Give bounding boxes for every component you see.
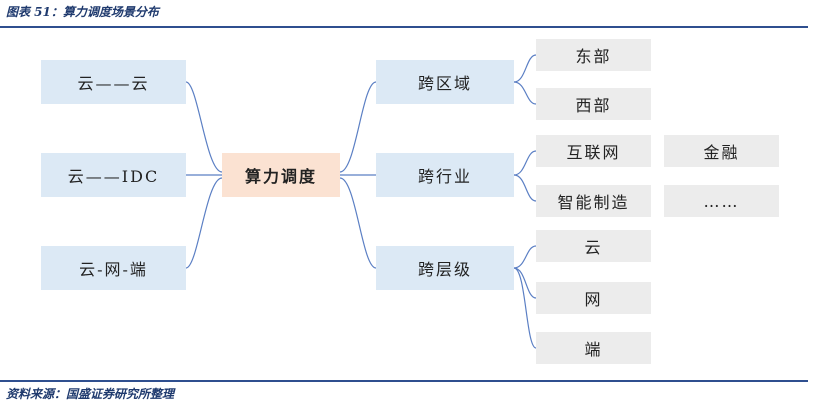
node-cloud-network-edge: 云-网-端 <box>41 246 186 290</box>
link-mid-1 <box>339 81 377 173</box>
node-compute-scheduling: 算力调度 <box>222 153 340 197</box>
leaf-west: 西部 <box>536 88 651 120</box>
source-note: 资料来源：国盛证券研究所整理 <box>6 387 175 401</box>
link-left-3 <box>185 177 223 269</box>
link-industry-internet <box>513 150 537 176</box>
node-cross-level: 跨层级 <box>376 246 514 290</box>
node-cloud-cloud: 云——云 <box>41 60 186 104</box>
bottom-rule <box>0 380 808 382</box>
leaf-ellipsis: …… <box>664 185 779 217</box>
node-cloud-idc: 云——IDC <box>41 153 186 197</box>
leaf-network: 网 <box>536 282 651 314</box>
link-level-cloud <box>513 245 537 269</box>
link-industry-manufacturing <box>513 174 537 202</box>
leaf-internet: 互联网 <box>536 135 651 167</box>
leaf-finance: 金融 <box>664 135 779 167</box>
link-level-network <box>513 267 537 299</box>
link-region-east <box>513 54 537 83</box>
figure-title: 图表 51：算力调度场景分布 <box>6 5 159 19</box>
node-cross-region: 跨区域 <box>376 60 514 104</box>
leaf-cloud: 云 <box>536 230 651 262</box>
node-cross-industry: 跨行业 <box>376 153 514 197</box>
top-rule <box>0 26 808 28</box>
link-mid-3 <box>339 177 377 269</box>
leaf-east: 东部 <box>536 39 651 71</box>
link-left-1 <box>185 81 223 173</box>
link-level-edge <box>513 267 537 349</box>
link-region-west <box>513 81 537 105</box>
leaf-smart-manufacturing: 智能制造 <box>536 185 651 217</box>
leaf-edge: 端 <box>536 332 651 364</box>
